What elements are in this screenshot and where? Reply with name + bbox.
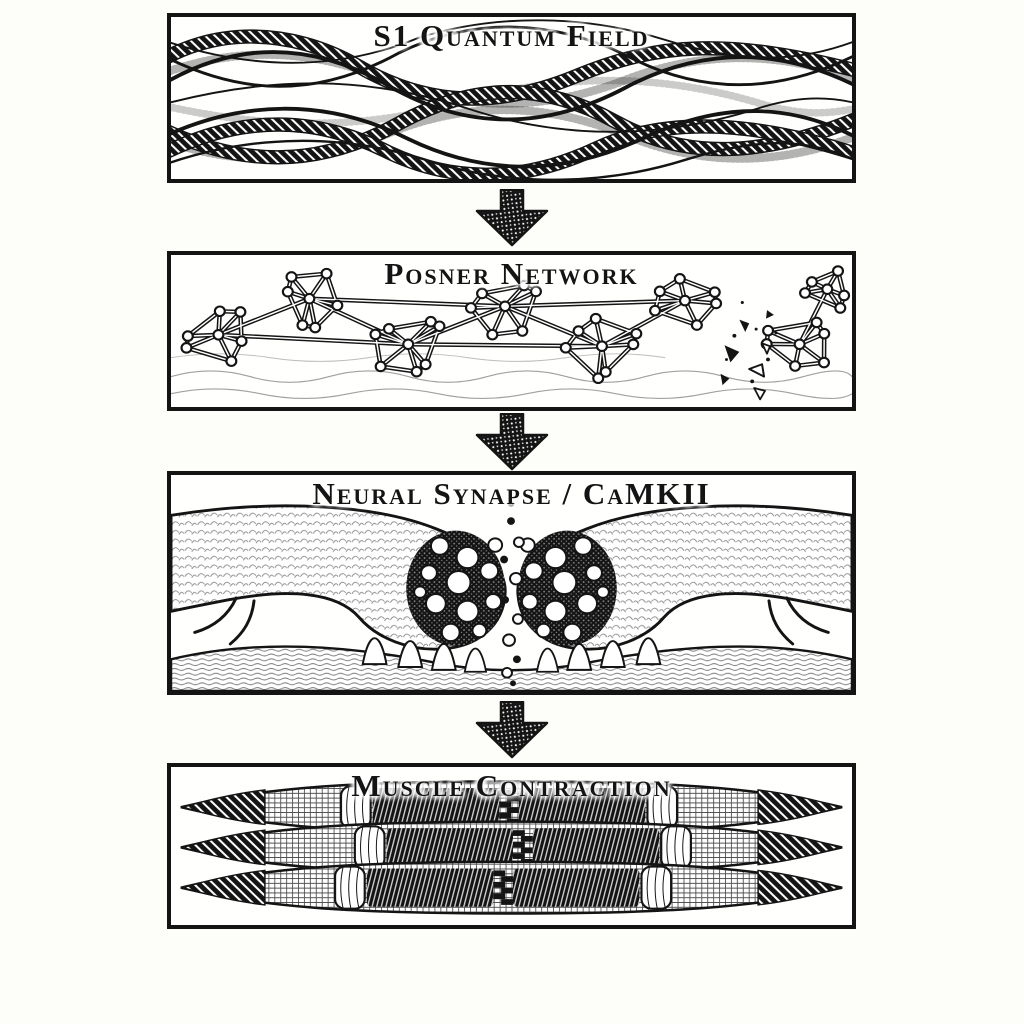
panel-title-quantum-field: S1 Quantum Field xyxy=(373,18,650,53)
quantum-field-illustration xyxy=(171,19,852,179)
neural-synapse-illustration xyxy=(171,500,852,691)
down-arrow-icon xyxy=(472,412,552,471)
panel-title-neural-synapse: Neural Synapse / CaMKII xyxy=(312,476,711,511)
panel-neural-synapse: Neural Synapse / CaMKII xyxy=(167,471,856,695)
network-nodes-and-struts xyxy=(180,265,851,385)
breaking-fragments xyxy=(720,300,778,401)
down-arrow-glyph xyxy=(475,188,549,247)
neurotransmitter-molecules xyxy=(500,500,525,687)
panel-quantum-field: S1 Quantum Field xyxy=(167,13,856,183)
down-arrow-glyph xyxy=(475,700,549,759)
down-arrow-glyph xyxy=(475,412,549,471)
panel-title-posner-network: Posner Network xyxy=(384,256,639,291)
down-arrow-icon xyxy=(472,700,552,759)
down-arrow-icon xyxy=(472,188,552,247)
panel-muscle-contraction: Muscle Contraction xyxy=(167,763,856,929)
posner-network-illustration xyxy=(171,265,852,401)
panel-posner-network: Posner Network xyxy=(167,251,856,411)
panel-title-muscle-contraction: Muscle Contraction xyxy=(351,768,672,803)
